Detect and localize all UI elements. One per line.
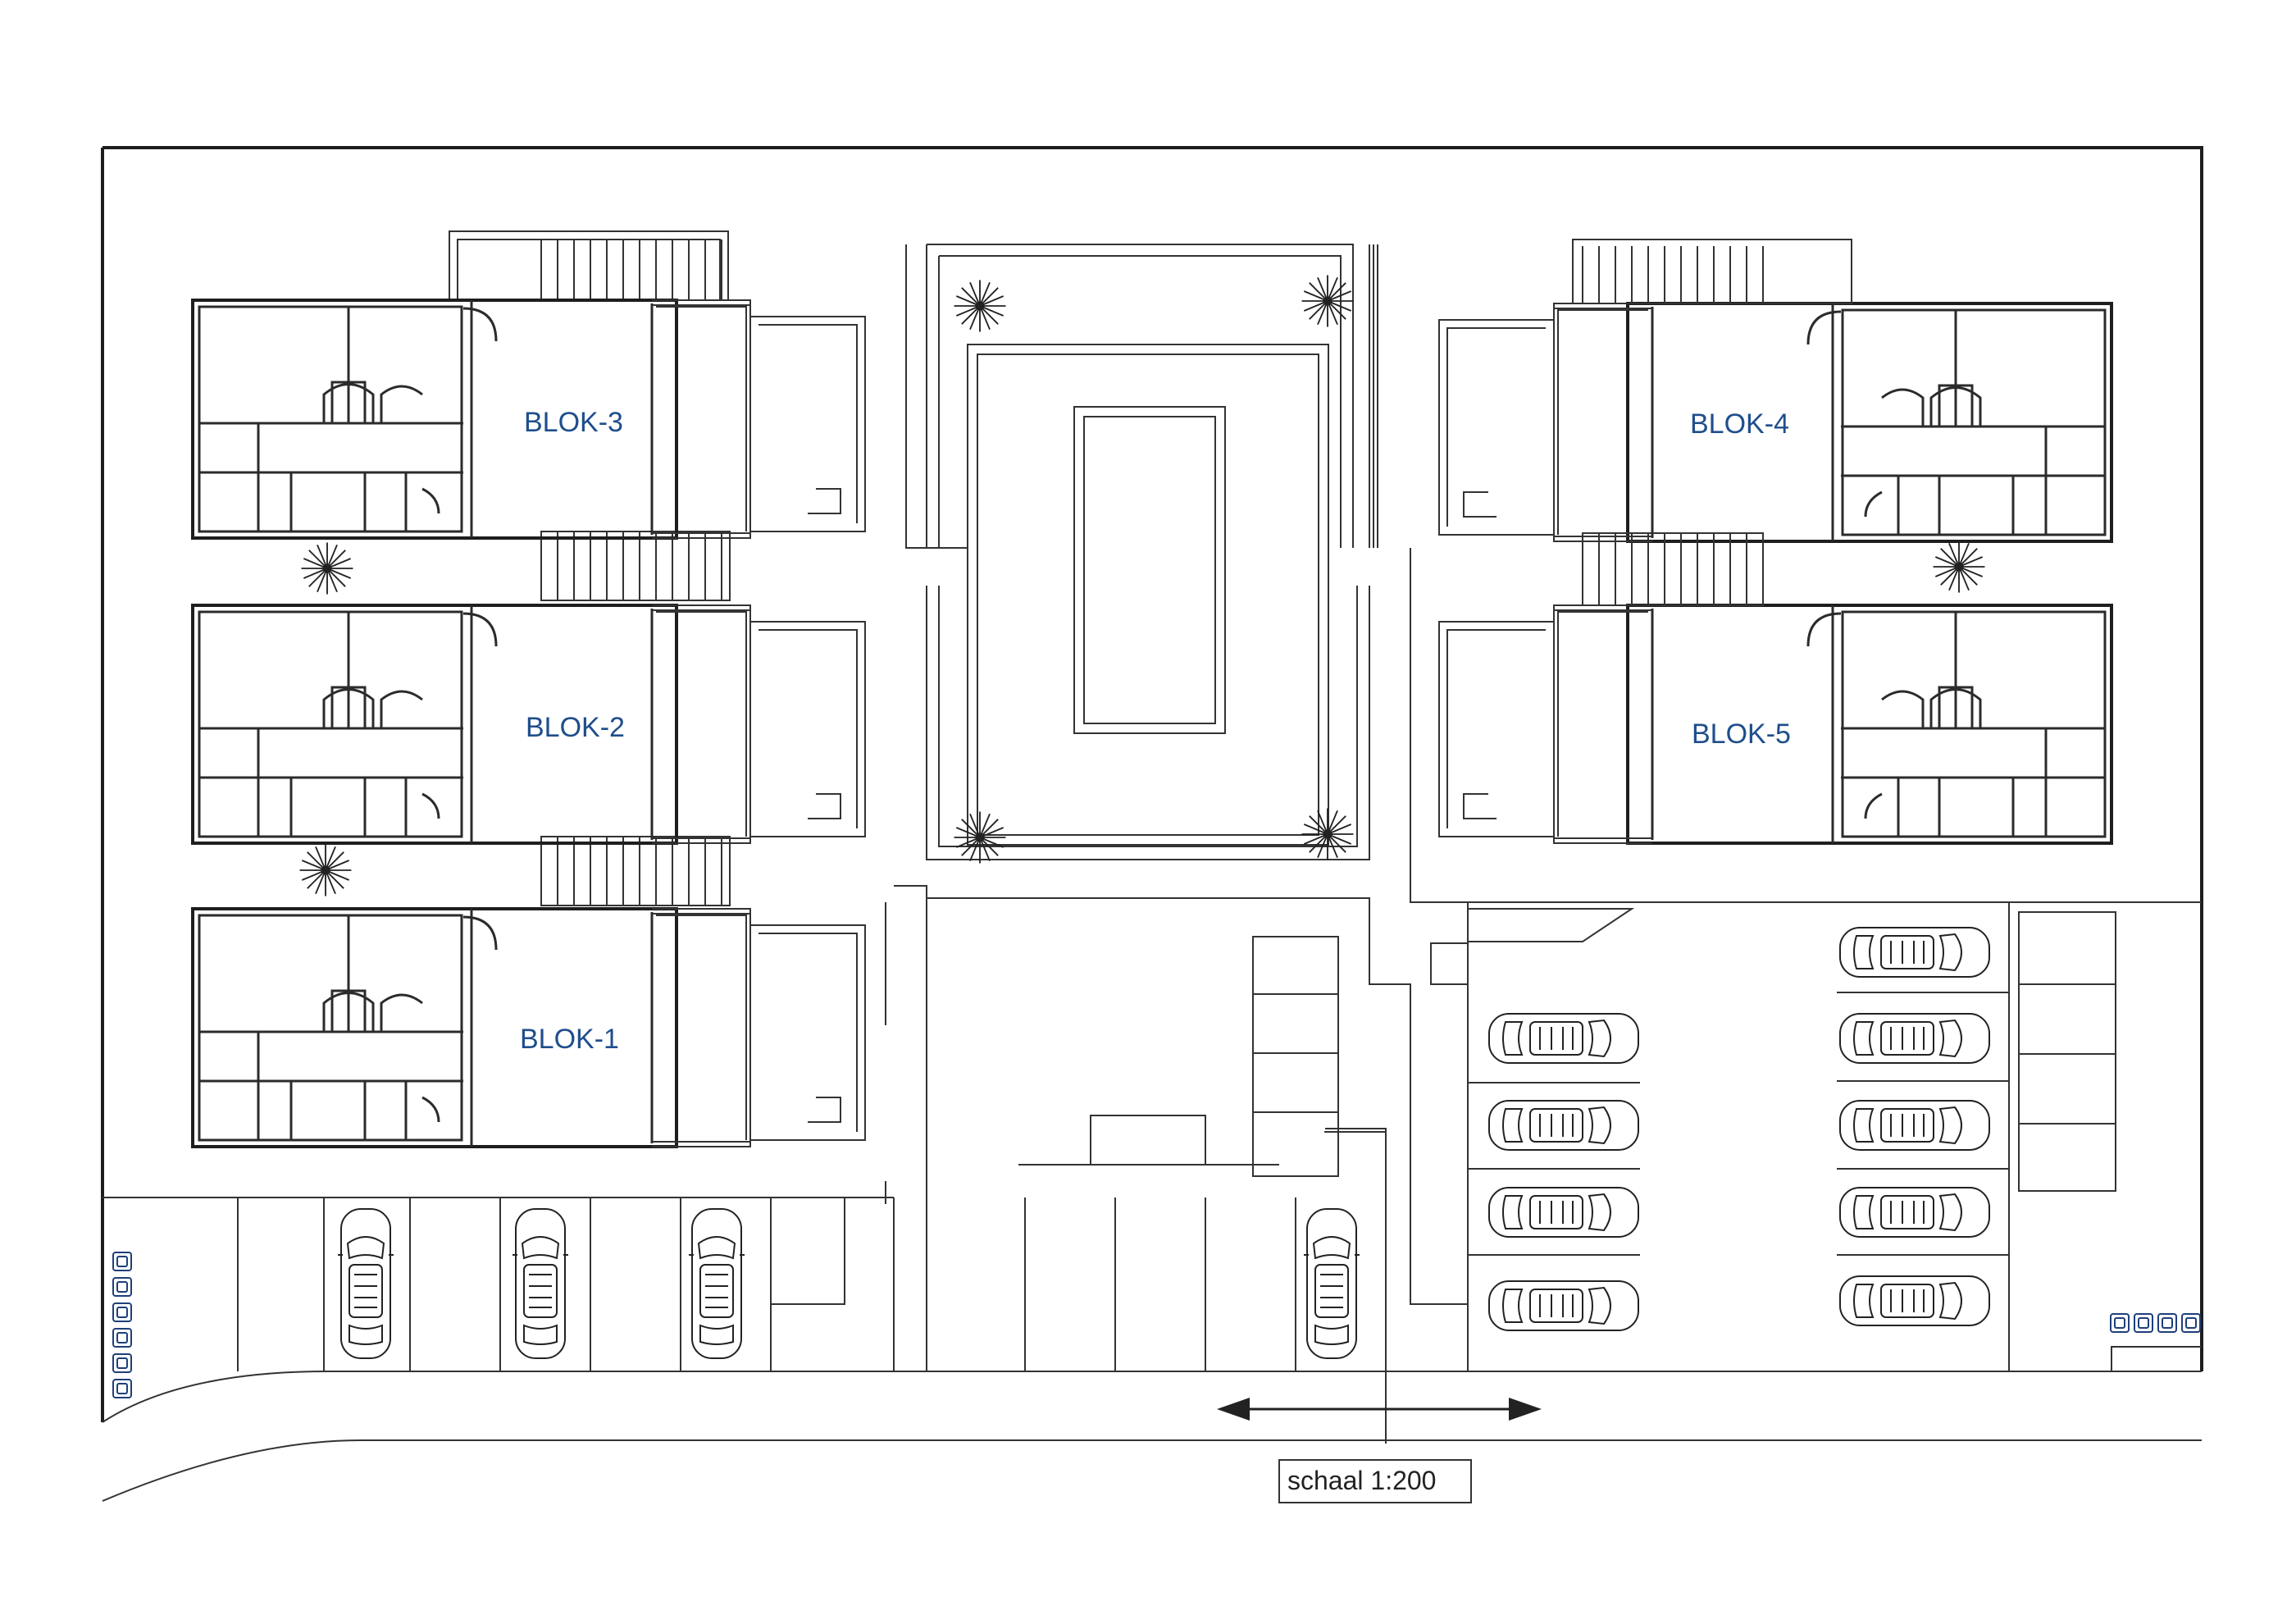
palm-tree-icon xyxy=(1301,274,1355,328)
palm-tree-icon xyxy=(1301,807,1355,861)
parking-lot-right xyxy=(1430,902,2116,1371)
car-icon xyxy=(1303,1208,1360,1359)
section-arrow xyxy=(1217,1131,1542,1444)
waste-bin-icon xyxy=(2181,1313,2201,1333)
palm-trees xyxy=(298,274,1986,897)
car-icon xyxy=(1839,1100,1990,1151)
car-icon xyxy=(512,1208,569,1359)
car-icon xyxy=(1839,1275,1990,1326)
stairs-blok-4 xyxy=(1572,239,1852,606)
car-icon xyxy=(688,1208,745,1359)
waste-bins-right xyxy=(2110,1313,2201,1333)
waste-bin-icon xyxy=(2134,1313,2153,1333)
cars-right xyxy=(1488,927,1990,1331)
palm-tree-icon xyxy=(300,541,354,595)
stairs-blok-3 xyxy=(449,230,729,301)
car-icon xyxy=(1839,1187,1990,1238)
car-icon xyxy=(1488,1100,1639,1151)
blok-label-3: BLOK-3 xyxy=(524,407,623,438)
waste-bin-icon xyxy=(112,1353,132,1373)
waste-bins-left xyxy=(112,1252,132,1398)
palm-tree-icon xyxy=(1932,540,1986,594)
parking-lot-bottom xyxy=(102,1197,1387,1371)
technical-room xyxy=(1018,936,1387,1378)
waste-bin-icon xyxy=(112,1302,132,1322)
blok-label-2: BLOK-2 xyxy=(526,712,625,743)
waste-bin-icon xyxy=(112,1379,132,1398)
waste-bin-icon xyxy=(2110,1313,2130,1333)
pool-courtyard xyxy=(926,244,1378,860)
blok-label-4: BLOK-4 xyxy=(1690,408,1789,440)
car-icon xyxy=(1488,1013,1639,1064)
waste-bin-icon xyxy=(112,1277,132,1297)
scale-box: schaal 1:200 xyxy=(1278,1459,1472,1503)
stairs-left-middle xyxy=(540,531,731,906)
waste-bin-icon xyxy=(112,1328,132,1348)
blok-label-5: BLOK-5 xyxy=(1692,718,1791,750)
scale-label: schaal 1:200 xyxy=(1287,1466,1436,1495)
cars-bottom xyxy=(337,1208,1360,1359)
car-icon xyxy=(1839,1013,1990,1064)
waste-bin-icon xyxy=(2157,1313,2177,1333)
car-icon xyxy=(337,1208,394,1359)
palm-tree-icon xyxy=(953,810,1007,864)
blok-label-1: BLOK-1 xyxy=(520,1024,619,1055)
palm-tree-icon xyxy=(298,843,353,897)
car-icon xyxy=(1488,1187,1639,1238)
palm-tree-icon xyxy=(953,279,1007,333)
car-icon xyxy=(1488,1280,1639,1331)
waste-bin-icon xyxy=(112,1252,132,1271)
car-icon xyxy=(1839,927,1990,978)
